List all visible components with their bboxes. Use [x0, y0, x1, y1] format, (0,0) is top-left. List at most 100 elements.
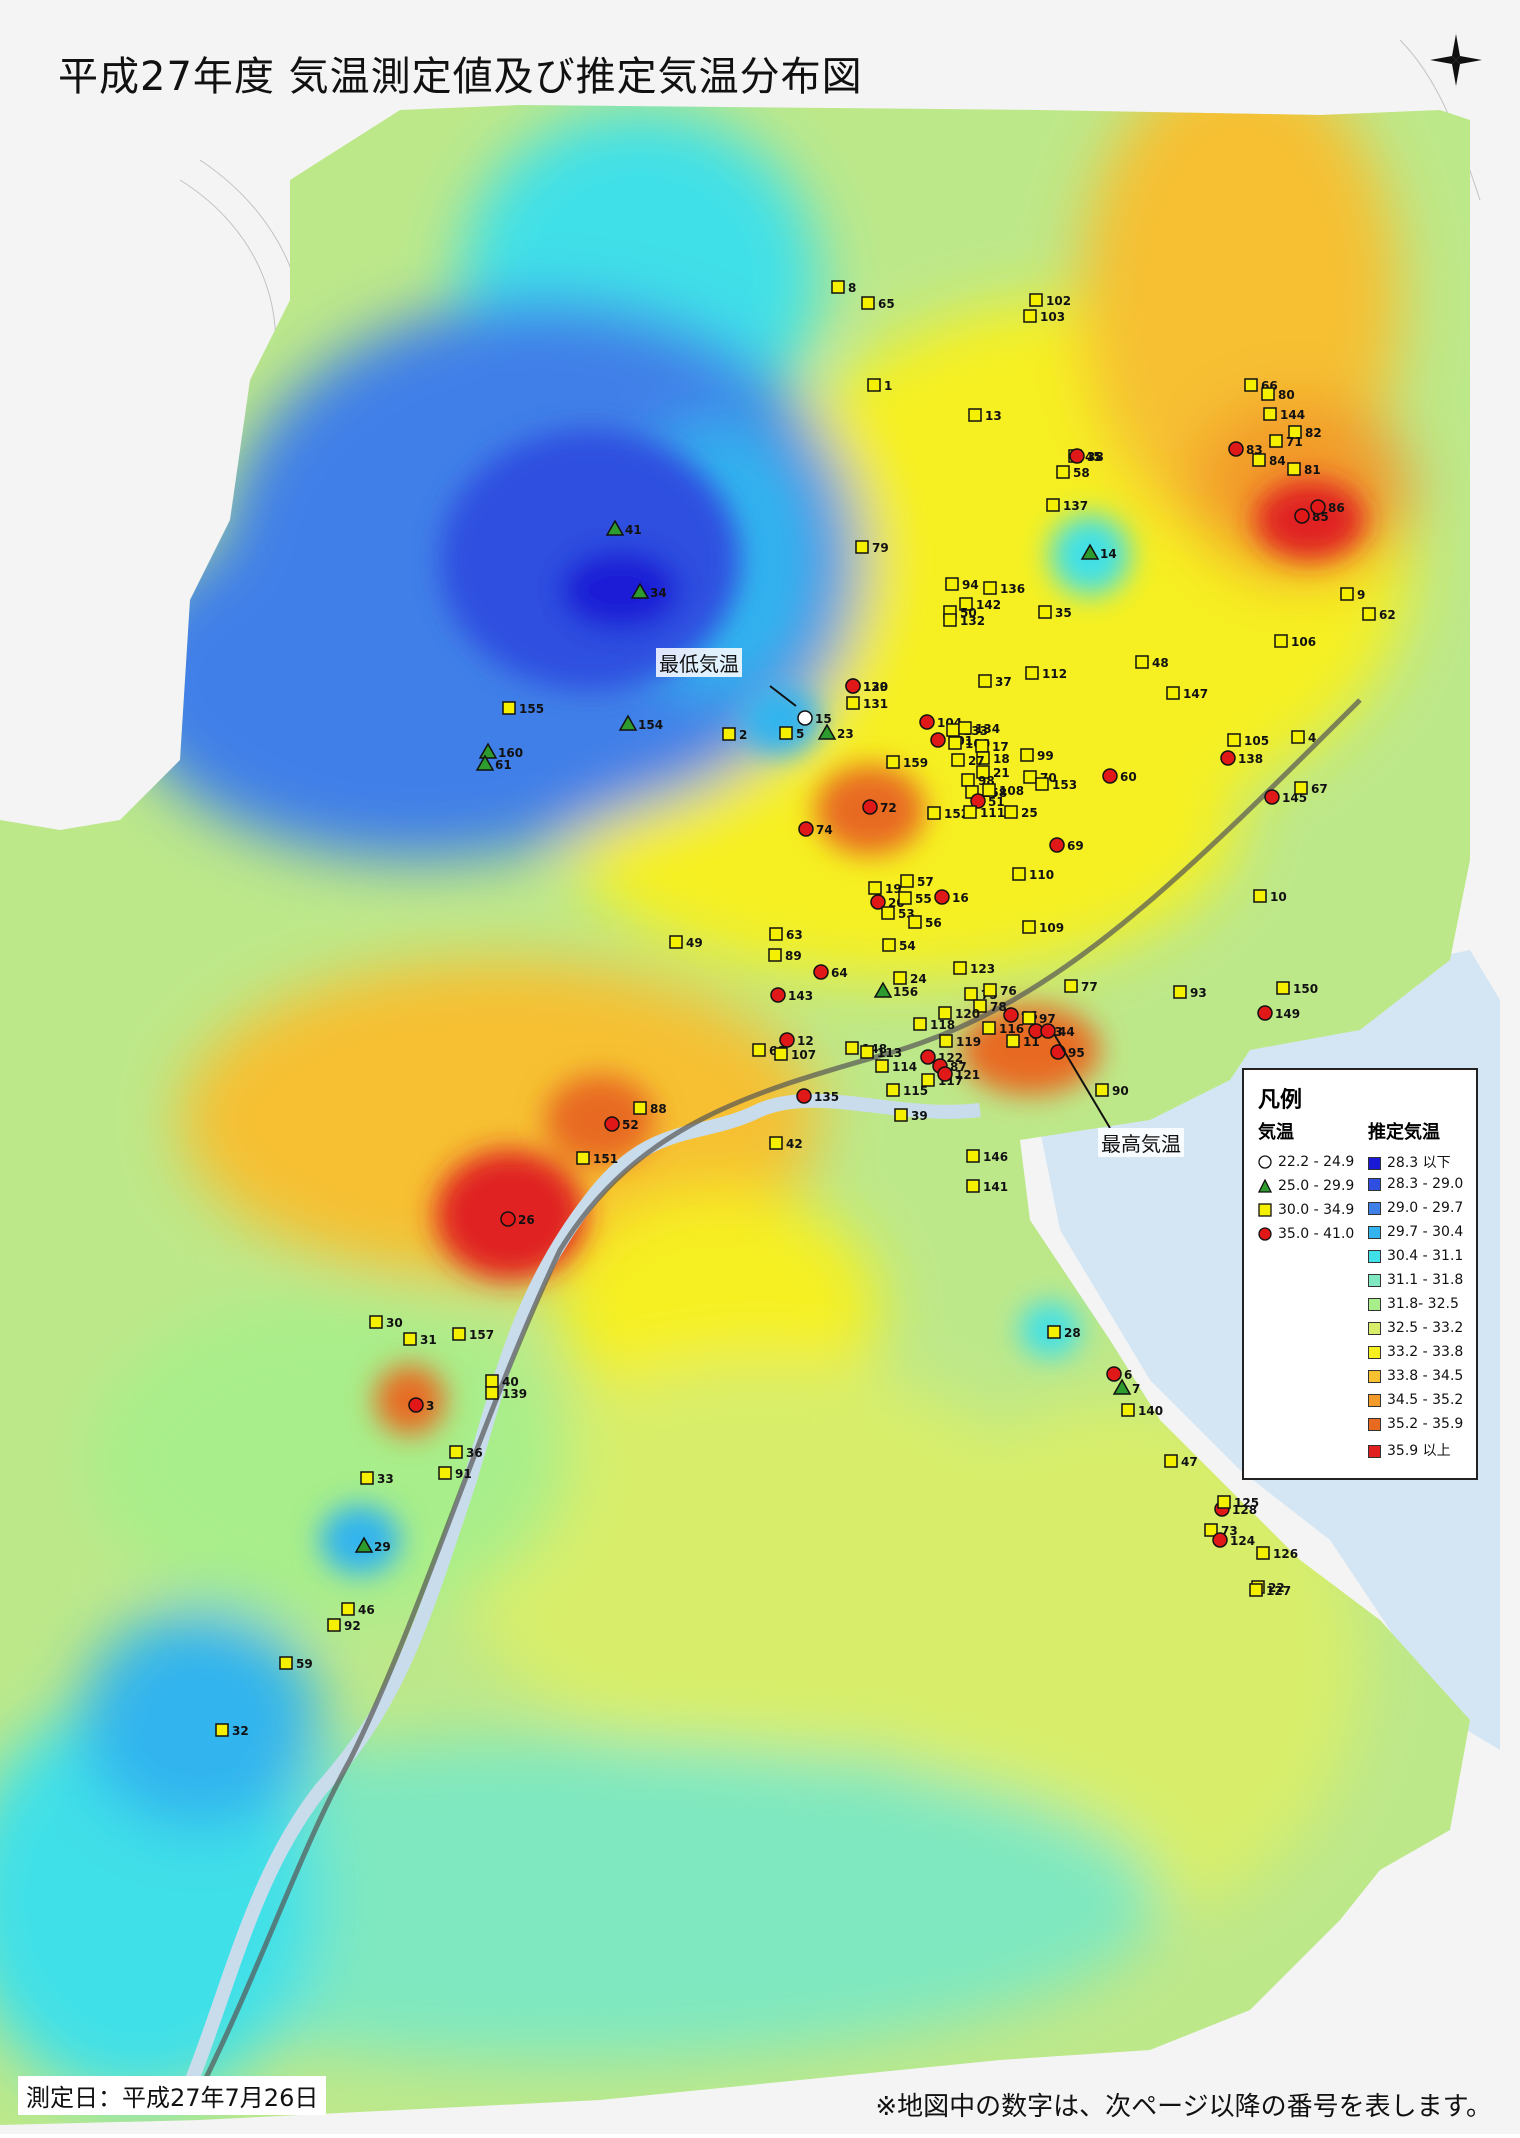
measurement-point: 134	[958, 721, 1000, 736]
measurement-point: 8	[831, 280, 856, 295]
legend-estimated-label: 29.7 - 30.4	[1387, 1224, 1464, 1240]
square-marker	[438, 1466, 452, 1480]
square-marker	[1362, 607, 1376, 621]
square-marker	[1252, 453, 1266, 467]
measurement-point-label: 32	[232, 1724, 249, 1738]
measurement-point: 41	[605, 519, 642, 537]
square-marker	[1253, 889, 1267, 903]
measurement-point: 12	[779, 1032, 814, 1048]
red-marker	[1257, 1005, 1273, 1021]
square-marker	[1135, 655, 1149, 669]
measurement-point-label: 67	[1311, 782, 1328, 796]
measurement-point: 4	[1291, 730, 1316, 745]
square-marker	[1263, 407, 1277, 421]
map-note: ※地図中の数字は、次ページ以降の番号を表します。	[875, 2092, 1492, 2122]
measurement-point: 93	[1173, 985, 1207, 1000]
measurement-point: 1	[867, 378, 892, 393]
measurement-point-label: 41	[625, 523, 642, 537]
measurement-point-label: 58	[1073, 466, 1090, 480]
square-marker	[861, 296, 875, 310]
square-marker	[894, 1108, 908, 1122]
measurement-point: 26	[500, 1211, 535, 1227]
measurement-point: 2	[722, 727, 747, 742]
red-marker	[1003, 1007, 1019, 1023]
measurement-point: 155	[502, 701, 544, 716]
legend-estimated-label: 28.3 - 29.0	[1387, 1176, 1464, 1192]
legend-measured-heading: 気温	[1258, 1122, 1294, 1143]
square-marker	[1173, 985, 1187, 999]
square-marker	[1046, 498, 1060, 512]
measurement-point-label: 86	[1328, 501, 1345, 515]
measurement-point-label: 140	[1138, 1404, 1163, 1418]
measurement-point-label: 151	[593, 1152, 618, 1166]
measurement-date: 測定日：平成27年7月26日	[18, 2076, 327, 2115]
measurement-point: 65	[861, 296, 895, 311]
legend-estimated-label: 35.9 以上	[1387, 1443, 1451, 1459]
measurement-point: 88	[633, 1101, 667, 1116]
measurement-point-label: 78	[990, 1000, 1007, 1014]
measurement-point: 7	[1112, 1378, 1140, 1396]
measurement-point-label: 112	[1042, 667, 1067, 681]
map-title: 平成27年度 気温測定値及び推定気温分布図	[58, 54, 863, 100]
measurement-point-label: 136	[1000, 582, 1025, 596]
measurement-point: 97	[1022, 1011, 1056, 1026]
highway	[197, 698, 1362, 2092]
legend-color-swatch	[1368, 1249, 1381, 1263]
square-marker	[943, 613, 957, 627]
measurement-point-label: 99	[1037, 749, 1054, 763]
measurement-point: 17	[975, 739, 1009, 754]
square-marker	[1288, 425, 1302, 439]
measurement-point: 125	[1217, 1495, 1259, 1510]
circle-legend-icon	[1258, 1227, 1272, 1241]
measurement-point: 56	[908, 915, 942, 930]
measurement-point-label: 106	[1291, 635, 1316, 649]
measurement-point-label: 57	[917, 875, 934, 889]
measurement-point: 62	[1362, 607, 1396, 622]
red-marker	[770, 987, 786, 1003]
measurement-point: 78	[973, 999, 1007, 1014]
square-marker	[939, 1034, 953, 1048]
legend-color-swatch	[1368, 1369, 1381, 1383]
measurement-point-label: 146	[983, 1150, 1008, 1164]
legend-measured-row: 22.2 - 24.9	[1258, 1154, 1354, 1170]
legend-color-swatch	[1368, 1417, 1381, 1431]
circle-marker	[797, 710, 813, 726]
measurement-point-label: 97	[1039, 1012, 1056, 1026]
measurement-point: 94	[945, 577, 979, 592]
measurement-point: 9	[1340, 587, 1365, 602]
measurement-point-label: 63	[786, 928, 803, 942]
square-marker	[1035, 777, 1049, 791]
measurement-point: 80	[1261, 387, 1295, 402]
measurement-point: 60	[1102, 768, 1137, 784]
measurement-point-label: 46	[358, 1603, 375, 1617]
legend-color-swatch	[1368, 1321, 1381, 1335]
legend-measured-row: 30.0 - 34.9	[1258, 1202, 1354, 1218]
measurement-point-label: 111	[980, 806, 1005, 820]
measurement-point-label: 121	[955, 1068, 980, 1082]
measurement-point: 32	[215, 1723, 249, 1738]
legend-estimated-label: 31.1 - 31.8	[1387, 1272, 1464, 1288]
measurement-point-label: 77	[1081, 980, 1098, 994]
red-marker	[796, 1088, 812, 1104]
measurement-point-label: 52	[622, 1118, 639, 1132]
measurement-point: 146	[966, 1149, 1008, 1164]
legend-title: 凡例	[1258, 1088, 1303, 1113]
square-marker	[973, 999, 987, 1013]
measurement-point-label: 115	[903, 1084, 928, 1098]
square-marker	[951, 753, 965, 767]
square-marker	[983, 581, 997, 595]
measurement-point: 150	[1276, 981, 1318, 996]
measurement-point-label: 39	[911, 1109, 928, 1123]
square-marker	[860, 1045, 874, 1059]
red-marker	[779, 1032, 795, 1048]
measurement-point-label: 35	[1055, 606, 1072, 620]
red-marker	[1310, 499, 1326, 515]
legend-measured-label: 25.0 - 29.9	[1278, 1178, 1355, 1194]
square-marker	[875, 1059, 889, 1073]
measurement-point-label: 31	[420, 1333, 437, 1347]
measurement-point: 72	[862, 799, 897, 815]
legend-estimated-row: 30.4 - 31.1	[1368, 1248, 1463, 1264]
measurement-point: 131	[846, 696, 888, 711]
square-marker	[722, 727, 736, 741]
